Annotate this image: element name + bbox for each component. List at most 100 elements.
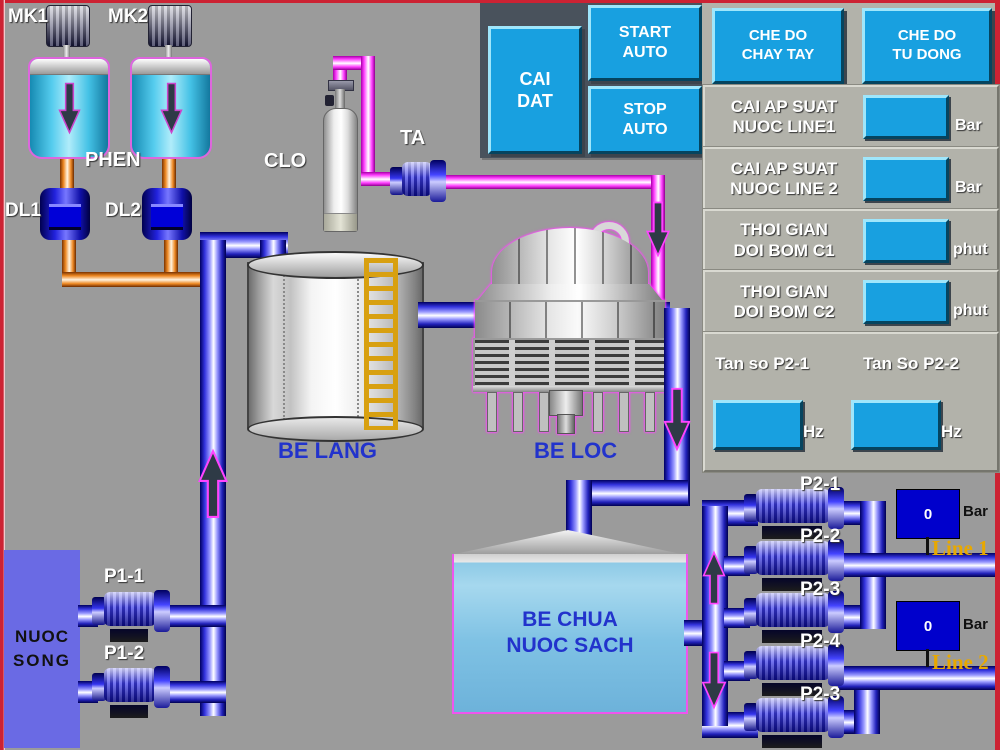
ta-label: TA: [400, 127, 426, 149]
setting-label: NUOC LINE1: [732, 117, 836, 136]
setting-label: DOI BOM C2: [733, 302, 835, 321]
bechua-label-2: NUOC SACH: [506, 634, 634, 657]
che-do-auto-line1: CHE DO: [897, 27, 957, 45]
belang-ladder: [364, 258, 398, 430]
frequency-label-p2-1: Tan so P2-1: [715, 354, 810, 373]
pump-label-p1-1: P1-1: [104, 566, 145, 587]
beloc-leg: [645, 392, 655, 432]
beloc-leg: [539, 392, 549, 432]
beloc-label: BE LOC: [534, 438, 618, 463]
clo-cylinder: [323, 108, 358, 232]
stop-auto-line2: AUTO: [622, 121, 668, 138]
mk1-mixer-tank: [28, 57, 110, 159]
line2-label: Line 2: [932, 650, 989, 674]
beloc-leg: [619, 392, 629, 432]
setting-label: CAI AP SUAT: [730, 96, 838, 116]
pipe-stub-p2-3: [724, 608, 750, 628]
nuoc-song-label-2: SONG: [12, 651, 72, 670]
pipe-bechua-inlet: [566, 480, 592, 540]
pump-p1-1: [92, 590, 170, 642]
pump-p1-2: [92, 666, 170, 718]
mk1-label: MK1: [8, 6, 49, 27]
setting-row-swap-time-c2: THOI GIAN DOI BOM C2 phut: [703, 270, 999, 334]
setting-unit: phut: [953, 240, 988, 258]
beloc-leg: [513, 392, 523, 432]
che-do-tay-line1: CHE DO: [748, 27, 808, 45]
start-auto-button[interactable]: START AUTO: [588, 5, 702, 81]
mk2-mixer-motor: [148, 5, 192, 47]
mk2-mixer-tank: [130, 57, 212, 159]
nuoc-song-source: NUOC SONG: [4, 550, 80, 748]
dl1-label: DL1: [5, 200, 41, 221]
dl2-label: DL2: [105, 200, 141, 221]
che-do-auto-line2: TU DONG: [892, 46, 962, 63]
che-do-chay-tay-button[interactable]: CHE DO CHAY TAY: [712, 8, 844, 84]
flow-arrow-down-header-icon: [701, 651, 727, 710]
pressure-line1-input[interactable]: [863, 95, 949, 139]
swap-time-c1-input[interactable]: [863, 218, 949, 263]
bechua-cone: [450, 530, 686, 555]
line2-pressure-unit: Bar: [963, 616, 989, 633]
flow-arrow-up-riser-icon: [198, 448, 228, 518]
line1-label: Line 1: [932, 536, 989, 560]
setting-label: CAI AP SUAT: [730, 158, 838, 178]
beloc-collar: [475, 300, 665, 340]
flow-arrow-down-beloc-icon: [663, 387, 691, 452]
cai-dat-button[interactable]: CAI DAT: [488, 26, 582, 154]
frequency-unit: Hz: [941, 422, 962, 441]
line2-pressure-display: 0: [896, 601, 960, 651]
cai-dat-line2: DAT: [517, 91, 553, 111]
che-do-tu-dong-button[interactable]: CHE DO TU DONG: [862, 8, 992, 84]
pump-p2-3: [744, 591, 844, 643]
nuoc-song-label-1: NUOC: [14, 627, 70, 646]
dosing-pump-dl1: [40, 188, 90, 240]
belang-seam-right: [357, 268, 359, 420]
setting-row-pressure-line1: CAI AP SUAT NUOC LINE1 Bar: [703, 85, 999, 149]
pressure-line2-input[interactable]: [863, 157, 949, 201]
frequency-p2-2-input[interactable]: [851, 400, 941, 450]
clo-cylinder-neck: [335, 89, 345, 111]
flow-arrow-up-header-icon: [702, 550, 726, 605]
setting-row-swap-time-c1: THOI GIAN DOI BOM C1 phut: [703, 209, 999, 272]
pipe-p1-1-out: [164, 605, 226, 627]
frequency-p2-1-input[interactable]: [713, 400, 803, 450]
setting-label: THOI GIAN: [740, 220, 828, 240]
beloc-flare: [478, 284, 662, 300]
stop-auto-button[interactable]: STOP AUTO: [588, 86, 702, 154]
bechua-tank: BE CHUA NUOC SACH: [452, 554, 688, 714]
pipe-clo-down: [361, 56, 375, 180]
mk1-mixer-motor: [46, 5, 90, 47]
belang-seam-left: [283, 268, 285, 420]
pipe-stub-p2-2: [724, 556, 750, 576]
flow-arrow-down-clo-icon: [645, 201, 671, 258]
mk2-label: MK2: [108, 6, 149, 27]
pipe-mk1-dl1: [60, 154, 74, 190]
cai-dat-line1: CAI: [519, 68, 551, 89]
setting-label: THOI GIAN: [740, 281, 828, 301]
pump-label-p2-4: P2-4: [800, 631, 841, 652]
stop-auto-line1: STOP: [623, 101, 667, 118]
beloc-drain: [549, 390, 583, 416]
swap-time-c2-input[interactable]: [863, 280, 949, 324]
start-auto-line1: START: [618, 24, 672, 41]
pump-label-p2-1: P2-1: [800, 474, 841, 495]
dosing-pump-dl2: [142, 188, 192, 240]
pipe-stub-p2-4: [724, 661, 750, 681]
line2-display-connector: [926, 649, 929, 667]
setting-label: NUOC LINE 2: [730, 179, 838, 198]
setting-label: DOI BOM C1: [733, 240, 835, 260]
border-left: [0, 0, 5, 750]
pump-label-p2-2: P2-2: [800, 526, 841, 547]
pump-label-p1-2: P1-2: [104, 643, 145, 664]
pipe-mk2-dl2: [162, 154, 176, 190]
beloc-dome: [492, 228, 648, 290]
pipe-phen-feed: [62, 272, 212, 287]
pump-p2-2: [744, 539, 844, 591]
clo-label: CLO: [264, 150, 307, 172]
line1-pressure-display: 0: [896, 489, 960, 539]
pipe-line1: [838, 553, 995, 577]
beloc-leg: [487, 392, 497, 432]
bechua-label-1: BE CHUA: [522, 608, 618, 631]
pump-ta: [390, 160, 446, 210]
